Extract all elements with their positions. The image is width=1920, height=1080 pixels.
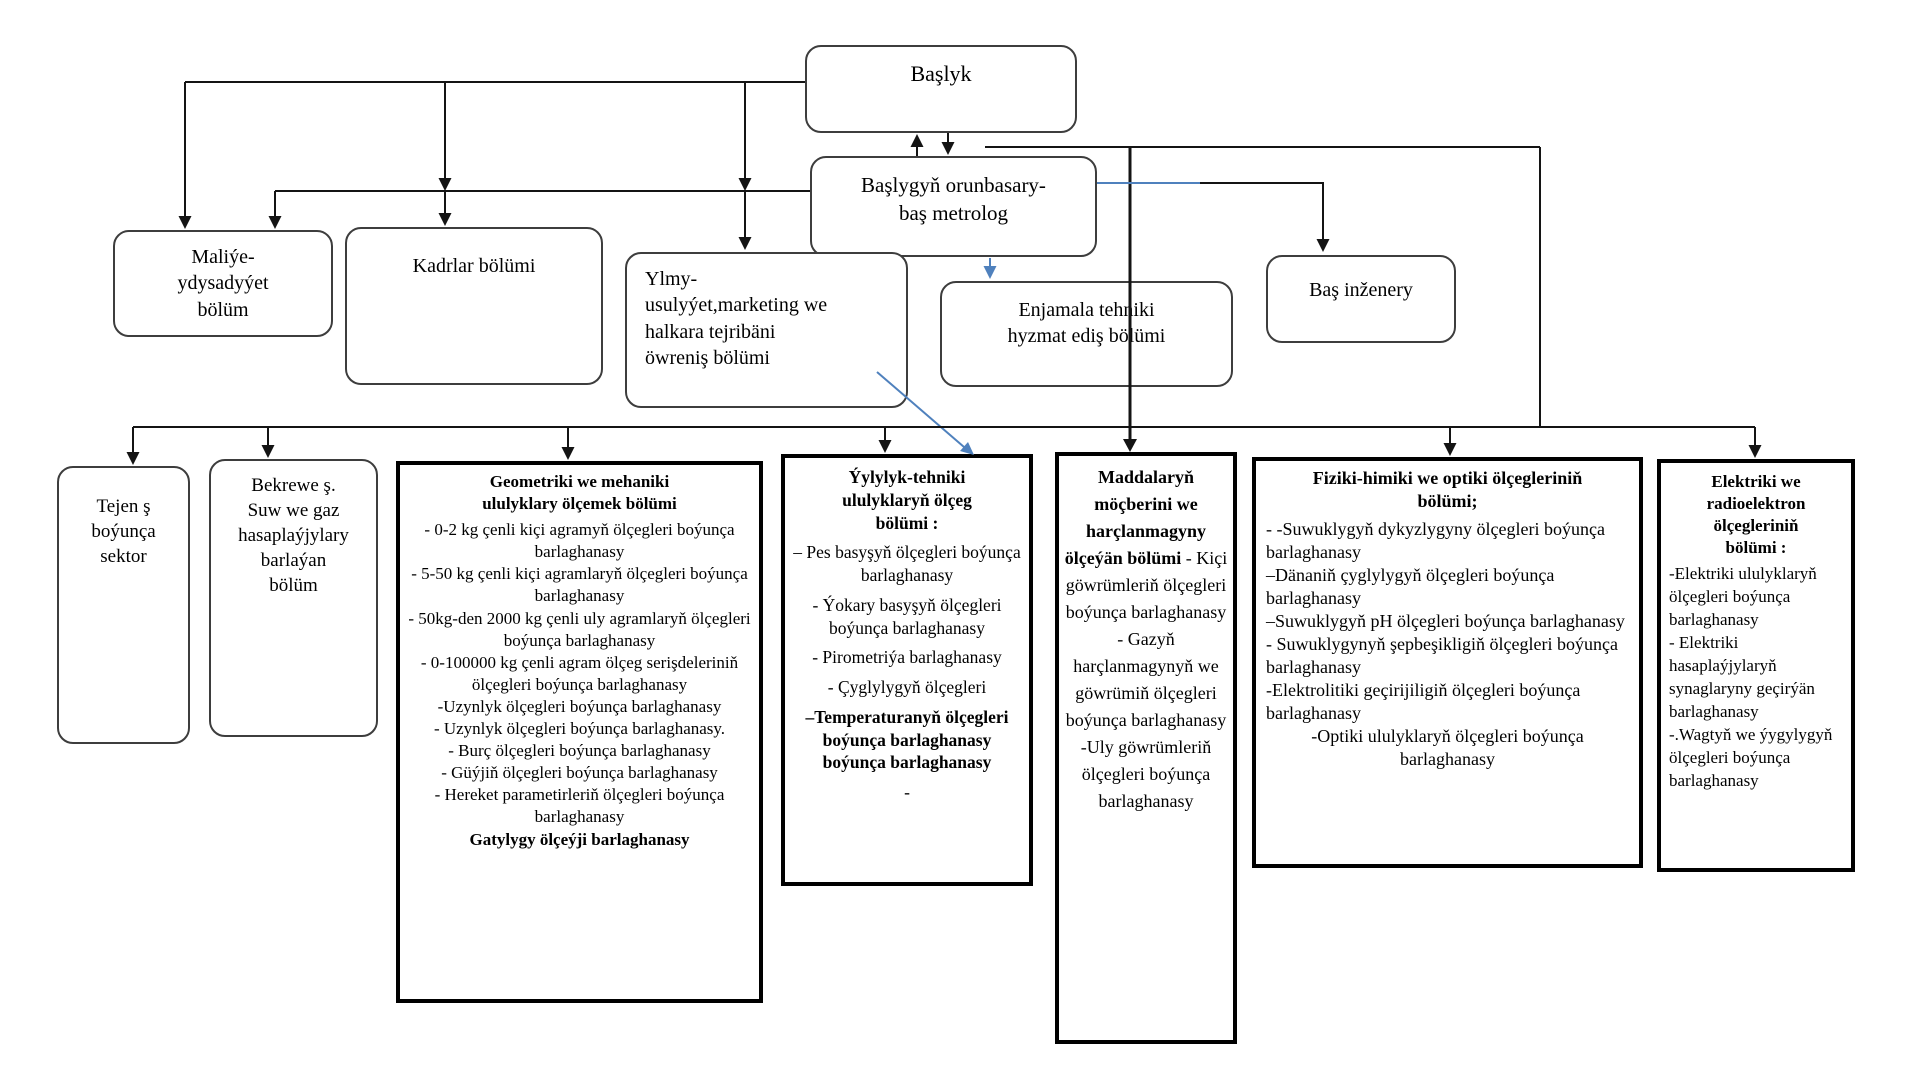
list-item: - 0-100000 kg çenli agram ölçeg serişdel… <box>420 652 739 694</box>
node-items: - 0-2 kg çenli kiçi agramyň ölçegleri bo… <box>408 519 751 850</box>
list-item: - Güýjiň ölçegleri boýunça barlaghanasy <box>441 763 718 783</box>
node-label: Başlyk <box>910 61 972 86</box>
node-title: Elektriki we radioelektron ölçegleriniň … <box>1706 472 1806 558</box>
list-item: - Suwuklygynyň şepbeşikligiň ölçegleri b… <box>1266 633 1618 677</box>
list-item: - 5-50 kg çenli kiçi agramlaryň ölçegler… <box>411 564 748 606</box>
node-tejen-sektor: Tejen ş boýunça sektor <box>57 466 190 744</box>
node-maddalaryn-mocberini: Maddalaryň möçberini we harçlanmagyny öl… <box>1055 452 1237 1044</box>
list-item: -Elektrolitiki geçirijiligiň ölçegleri b… <box>1266 680 1581 724</box>
node-enjamala-tehniki: Enjamala tehniki hyzmat ediş bölümi <box>940 281 1233 387</box>
node-ylmy-usulyyet: Ylmy- usulyýet,marketing we halkara tejr… <box>625 252 908 408</box>
node-label: Tejen ş boýunça sektor <box>91 496 156 568</box>
node-title: Maddalaryň möçberini we harçlanmagyny öl… <box>1064 464 1228 626</box>
list-item: Gatylygy ölçeýji barlaghanasy <box>469 829 690 849</box>
list-item: – Pes basyşyň ölçegleri boýunça barlagha… <box>793 542 1021 585</box>
node-fiziki-himiki-optiki: Fiziki-himiki we optiki ölçegleriniň böl… <box>1252 457 1643 868</box>
node-label: Başlygyň orunbasary- baş metrolog <box>861 173 1046 225</box>
node-title: Geometriki we mehaniki ululyklary ölçeme… <box>482 472 677 514</box>
list-item: -Elektriki ululyklaryň ölçegleri boýunça… <box>1669 564 1817 630</box>
node-title: Ýylylyk-tehniki ululyklaryň ölçeg bölümi… <box>842 467 972 533</box>
list-item: –Suwuklygyň pH ölçegleri boýunça barlagh… <box>1266 610 1625 631</box>
node-elektriki-radioelektron: Elektriki we radioelektron ölçegleriniň … <box>1657 459 1855 872</box>
node-maliye-ydysadyyet: Maliýe- ydysadyýet bölüm <box>113 230 333 337</box>
list-item: -Uly göwrümleriň ölçegleri boýunça barla… <box>1080 737 1212 811</box>
list-item: - 50kg-den 2000 kg çenli uly agramlaryň … <box>408 608 751 650</box>
list-item: -Uzynlyk ölçegleri boýunça barlaghanasy <box>437 696 722 716</box>
node-title-suffix: - Kiçi göwrümleriň ölçegleri boýunça bar… <box>1065 548 1228 622</box>
list-item: - <box>904 782 910 802</box>
list-item: –Temperaturanyň ölçegleri boýunça barlag… <box>805 706 1009 773</box>
node-label: Enjamala tehniki hyzmat ediş bölümi <box>1007 299 1166 348</box>
node-baslyk: Başlyk <box>805 45 1077 133</box>
list-item: - Elektriki hasaplaýjylaryň synaglaryny … <box>1669 633 1815 721</box>
node-bas-inzhenery: Baş inženery <box>1266 255 1456 343</box>
node-items: - -Suwuklygyň dykyzlygyny ölçegleri boýu… <box>1266 518 1629 771</box>
list-item: - Uzynlyk ölçegleri boýunça barlaghanasy… <box>433 719 726 739</box>
node-label: Maliýe- ydysadyýet bölüm <box>177 246 269 321</box>
node-items: -Elektriki ululyklaryň ölçegleri boýunça… <box>1669 563 1843 792</box>
node-yylylyk-tehniki: Ýylylyk-tehniki ululyklaryň ölçeg bölümi… <box>781 454 1033 886</box>
list-item: - Pirometriýa barlaghanasy <box>812 647 1002 668</box>
node-title-bold: Maddalaryň möçberini we harçlanmagyny öl… <box>1064 467 1206 568</box>
node-label: Bekrewe ş. Suw we gaz hasaplaýjylary bar… <box>238 475 349 597</box>
node-items: – Pes basyşyň ölçegleri boýunça barlagha… <box>793 541 1021 804</box>
list-item: - Gazyň harçlanmagynyň we göwrümiň ölçeg… <box>1065 629 1227 730</box>
node-kadrlar: Kadrlar bölümi <box>345 227 603 385</box>
node-label: Kadrlar bölümi <box>412 255 536 277</box>
node-label: Baş inženery <box>1309 279 1413 301</box>
list-item: -.Wagtyň we ýygylygyň ölçegleri boýunça … <box>1669 724 1833 790</box>
node-items: - Gazyň harçlanmagynyň we göwrümiň ölçeg… <box>1064 626 1228 815</box>
list-item: - Çyglylygyň ölçegleri <box>827 677 987 697</box>
node-deputy-bas-metrolog: Başlygyň orunbasary- baş metrolog <box>810 156 1097 257</box>
list-item: –Dänaniň çyglylygyň ölçegleri boýunça ba… <box>1266 564 1555 608</box>
list-item: - Hereket parametirleriň ölçegleri boýun… <box>434 785 725 827</box>
node-label: Ylmy- usulyýet,marketing we halkara tejr… <box>645 268 828 370</box>
node-geometriki-mehaniki: Geometriki we mehaniki ululyklary ölçeme… <box>396 461 763 1003</box>
node-title: Fiziki-himiki we optiki ölçegleriniň böl… <box>1312 468 1583 512</box>
list-item: - -Suwuklygyň dykyzlygyny ölçegleri boýu… <box>1266 518 1605 562</box>
list-item: -Optiki ululyklaryň ölçegleri boýunça ba… <box>1311 726 1584 770</box>
list-item: - 0-2 kg çenli kiçi agramyň ölçegleri bo… <box>424 520 735 562</box>
list-item: - Ýokary basyşyň ölçegleri boýunça barla… <box>812 594 1002 638</box>
list-item: - Burç ölçegleri boýunça barlaghanasy <box>448 741 711 761</box>
node-bekrewe-suw-gaz: Bekrewe ş. Suw we gaz hasaplaýjylary bar… <box>209 459 378 737</box>
